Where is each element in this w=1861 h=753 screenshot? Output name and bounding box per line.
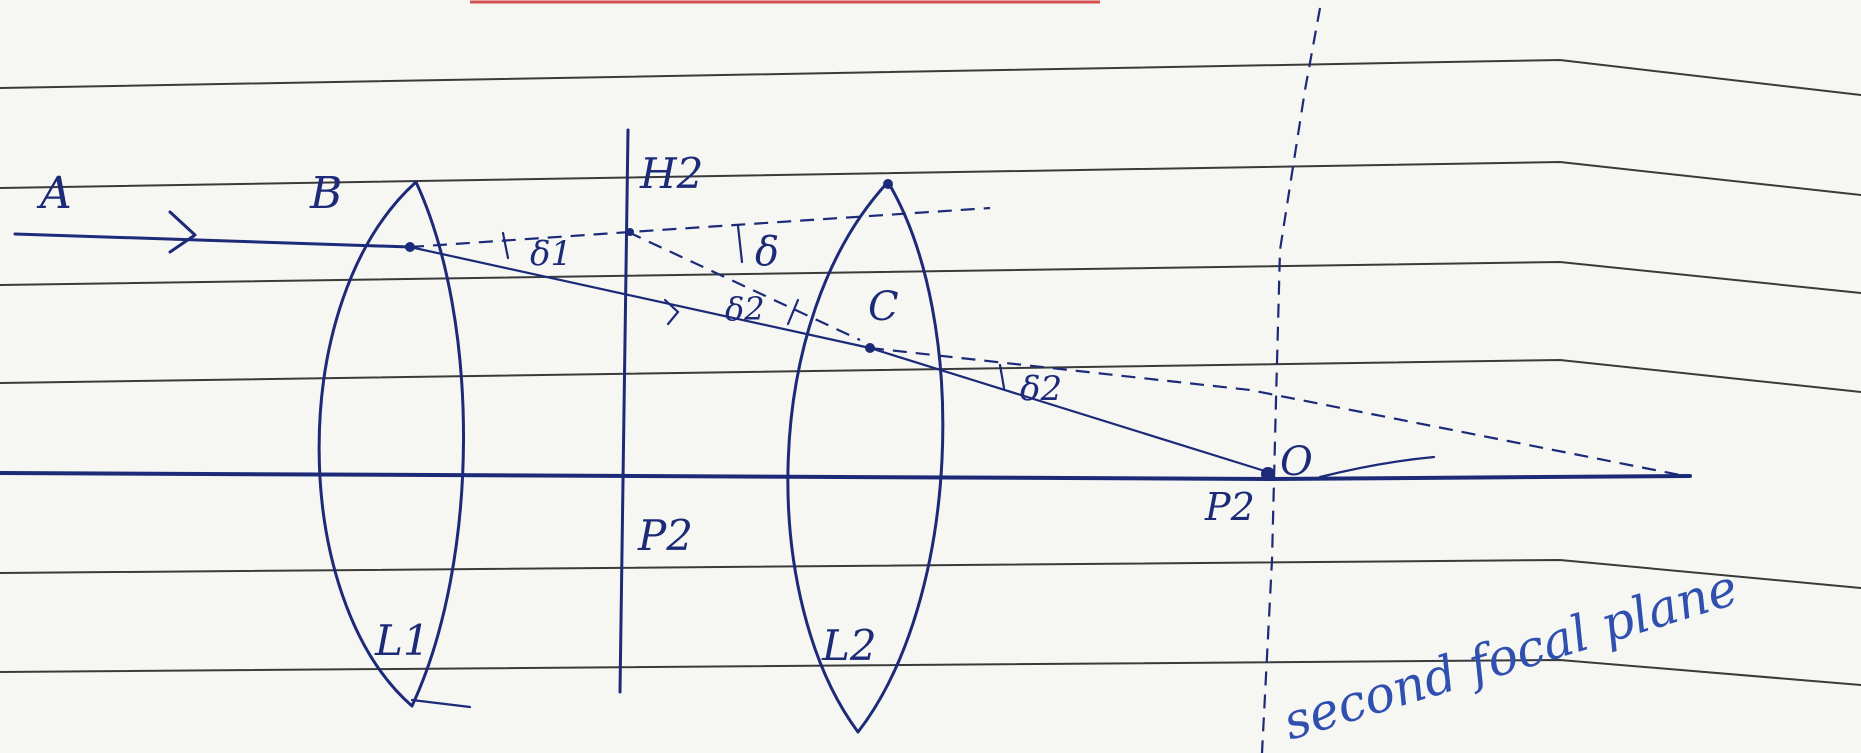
- dashed-extension-top: [409, 206, 991, 249]
- lens-l2-top-dot: [883, 179, 893, 189]
- dashed-h2-ray: [627, 231, 861, 341]
- angle-mark-delta: [736, 224, 744, 264]
- label-point-o: O: [1280, 439, 1313, 485]
- label-delta: δ: [755, 229, 779, 275]
- label-focal-point: P2: [1204, 485, 1255, 529]
- label-delta-2: δ2: [1020, 369, 1062, 409]
- h2-intersection-dot: [626, 228, 634, 236]
- angle-mark-delta1: [501, 231, 510, 260]
- point-c-dot: [865, 343, 875, 353]
- focal-point-dot: [1261, 467, 1275, 481]
- annotation-second-focal-plane: second focal plane: [1277, 558, 1745, 751]
- ruled-line: [0, 58, 1861, 96]
- focal-plane-line: [1260, 7, 1322, 753]
- optical-axis: [0, 471, 1692, 481]
- ruled-line: [0, 160, 1861, 196]
- axis-stroke: [1318, 455, 1436, 479]
- incident-ray: [13, 232, 412, 249]
- refracted-ray: [408, 245, 1270, 474]
- label-point-c: C: [868, 284, 899, 330]
- ruled-line: [0, 558, 1861, 589]
- ruled-line: [0, 358, 1861, 393]
- angle-mark-delta2: [998, 363, 1006, 390]
- ray-arrow-icon: [168, 210, 197, 254]
- ray-arrow-icon: [663, 298, 680, 326]
- label-point-b: B: [309, 168, 342, 219]
- principal-plane-line: [618, 128, 630, 694]
- label-delta-1: δ1: [530, 234, 572, 274]
- label-point-a: A: [36, 168, 72, 219]
- lens-l2: [786, 180, 945, 734]
- label-principal-plane: H2: [639, 149, 703, 198]
- dashed-extension-lower: [869, 346, 1681, 477]
- label-lens-2: L2: [821, 621, 877, 670]
- ruled-line: [0, 260, 1861, 294]
- point-b-dot: [405, 242, 415, 252]
- angle-mark-delta2-top: [786, 298, 800, 326]
- ruled-line: [0, 658, 1861, 686]
- label-lens-1: L1: [374, 616, 430, 665]
- label-principal-point: P2: [637, 511, 693, 560]
- lens-l1: [317, 180, 465, 708]
- lens-l1-tail: [410, 698, 472, 709]
- label-delta-2-top: δ2: [725, 290, 765, 328]
